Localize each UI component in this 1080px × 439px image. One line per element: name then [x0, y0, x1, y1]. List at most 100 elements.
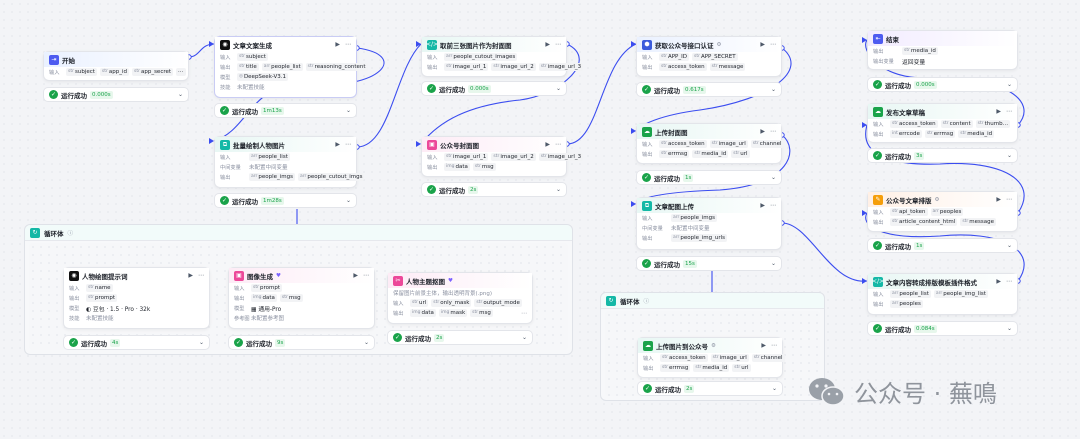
chevron-down-icon[interactable]: ⌄	[177, 91, 183, 98]
status-text: 运行成功	[232, 107, 258, 116]
run-icon[interactable]: ▶	[760, 41, 765, 48]
status-layout[interactable]: ✓ 运行成功 1s ⌄	[867, 238, 1018, 253]
chevron-down-icon[interactable]: ⌄	[770, 174, 776, 181]
more-icon[interactable]: ⋯	[345, 41, 351, 48]
chevron-down-icon[interactable]: ⌄	[1006, 152, 1012, 159]
status-take3[interactable]: ✓ 运行成功 0.000s ⌄	[421, 81, 567, 96]
input-label: 输入	[427, 154, 438, 161]
run-icon[interactable]: ▶	[545, 41, 550, 48]
run-icon[interactable]: ▶	[760, 202, 765, 209]
chevron-down-icon[interactable]: ⌄	[1006, 81, 1012, 88]
status-imggen[interactable]: ✓ 运行成功 9s ⌄	[228, 335, 375, 350]
chevron-down-icon[interactable]: ⌄	[1006, 325, 1012, 332]
status-time: 0.000s	[468, 84, 491, 93]
run-icon[interactable]: ▶	[996, 196, 1001, 203]
status-convert[interactable]: ✓ 运行成功 0.084s ⌄	[867, 321, 1018, 336]
more-icon[interactable]: ⋯	[363, 272, 369, 279]
status-end[interactable]: ✓ 运行成功 0.000s ⌄	[867, 77, 1018, 92]
loop-icon: ↻	[30, 227, 40, 238]
more-icon[interactable]: ⋯	[1006, 108, 1012, 115]
more-icon[interactable]: ⋯	[770, 202, 776, 209]
run-icon[interactable]: ▶	[335, 141, 340, 148]
node-header: ◉ 人物绘图提示词 ▶⋯	[64, 268, 209, 283]
node-header: ☁ 上传图片到公众号 ⚙ ▶⋯	[638, 338, 782, 353]
status-illus[interactable]: ✓ 运行成功 15s ⌄	[636, 256, 782, 271]
input-label: 输入	[642, 215, 653, 222]
run-icon[interactable]: ▶	[545, 141, 550, 148]
status-article[interactable]: ✓ 运行成功 1m13s ⌄	[214, 103, 357, 118]
chevron-down-icon[interactable]: ⌄	[363, 339, 369, 346]
more-icon[interactable]: ⋯	[770, 128, 776, 135]
chevron-down-icon[interactable]: ⌄	[555, 85, 561, 92]
more-icon[interactable]: ⋯	[770, 41, 776, 48]
chevron-down-icon[interactable]: ⌄	[521, 334, 527, 341]
status-time: 2s	[468, 185, 479, 194]
more-icon[interactable]: ⋯	[555, 141, 561, 148]
model-label: 模型	[234, 305, 245, 312]
more-icon[interactable]: ⋯	[1006, 278, 1012, 285]
run-icon[interactable]: ▶	[188, 272, 193, 279]
more-icon[interactable]: ⋯	[345, 141, 351, 148]
status-start[interactable]: ✓ 运行成功 0.000s ⌄	[43, 87, 189, 102]
chevron-down-icon[interactable]: ⌄	[770, 86, 776, 93]
status-cutout[interactable]: ✓ 运行成功 2s ⌄	[387, 330, 533, 345]
more-icon[interactable]: ⋯	[555, 41, 561, 48]
chevron-down-icon[interactable]: ⌄	[345, 107, 351, 114]
chevron-down-icon[interactable]: ⌄	[771, 385, 777, 392]
node-title: 发布文章草稿	[886, 108, 925, 117]
chevron-down-icon[interactable]: ⌄	[555, 186, 561, 193]
status-upload-cover[interactable]: ✓ 运行成功 1s ⌄	[636, 170, 782, 185]
watermark: 公众号 · 蕪鳴	[808, 374, 997, 409]
run-icon[interactable]: ▶	[353, 272, 358, 279]
status-draft[interactable]: ✓ 运行成功 3s ⌄	[867, 148, 1018, 163]
output-label: 输出	[393, 310, 404, 317]
node-title: 公众号文章排版	[886, 196, 932, 205]
node-title: 上传封面图	[655, 128, 688, 137]
chevron-down-icon[interactable]: ⌄	[770, 260, 776, 267]
chevron-down-icon[interactable]: ⌄	[1006, 242, 1012, 249]
status-auth[interactable]: ✓ 运行成功 0.617s ⌄	[636, 82, 782, 97]
plugin-badge-icon: ⚙	[711, 342, 716, 349]
run-icon[interactable]: ▶	[335, 41, 340, 48]
more-icon[interactable]: ⋯	[198, 272, 204, 279]
status-cover[interactable]: ✓ 运行成功 2s ⌄	[421, 182, 567, 197]
more-vars-button[interactable]: ⋯	[176, 68, 186, 76]
more-icon[interactable]: ⋯	[771, 342, 777, 349]
more-icon[interactable]: ⋯	[1006, 196, 1012, 203]
output-label: 输出	[873, 131, 884, 138]
chevron-down-icon[interactable]: ⌄	[198, 339, 204, 346]
more-icon[interactable]: ⋯	[521, 309, 527, 317]
run-icon[interactable]: ▶	[996, 108, 1001, 115]
run-icon[interactable]: ▶	[996, 278, 1001, 285]
status-uploadimg[interactable]: ✓ 运行成功 2s ⌄	[637, 381, 783, 396]
status-text: 运行成功	[885, 325, 911, 334]
status-prompt[interactable]: ✓ 运行成功 4s ⌄	[63, 335, 210, 350]
run-icon[interactable]: ▶	[760, 128, 765, 135]
run-icon[interactable]: ▶	[761, 342, 766, 349]
chevron-down-icon[interactable]: ⌄	[345, 197, 351, 204]
status-batch[interactable]: ✓ 运行成功 1m28s ⌄	[214, 193, 357, 208]
